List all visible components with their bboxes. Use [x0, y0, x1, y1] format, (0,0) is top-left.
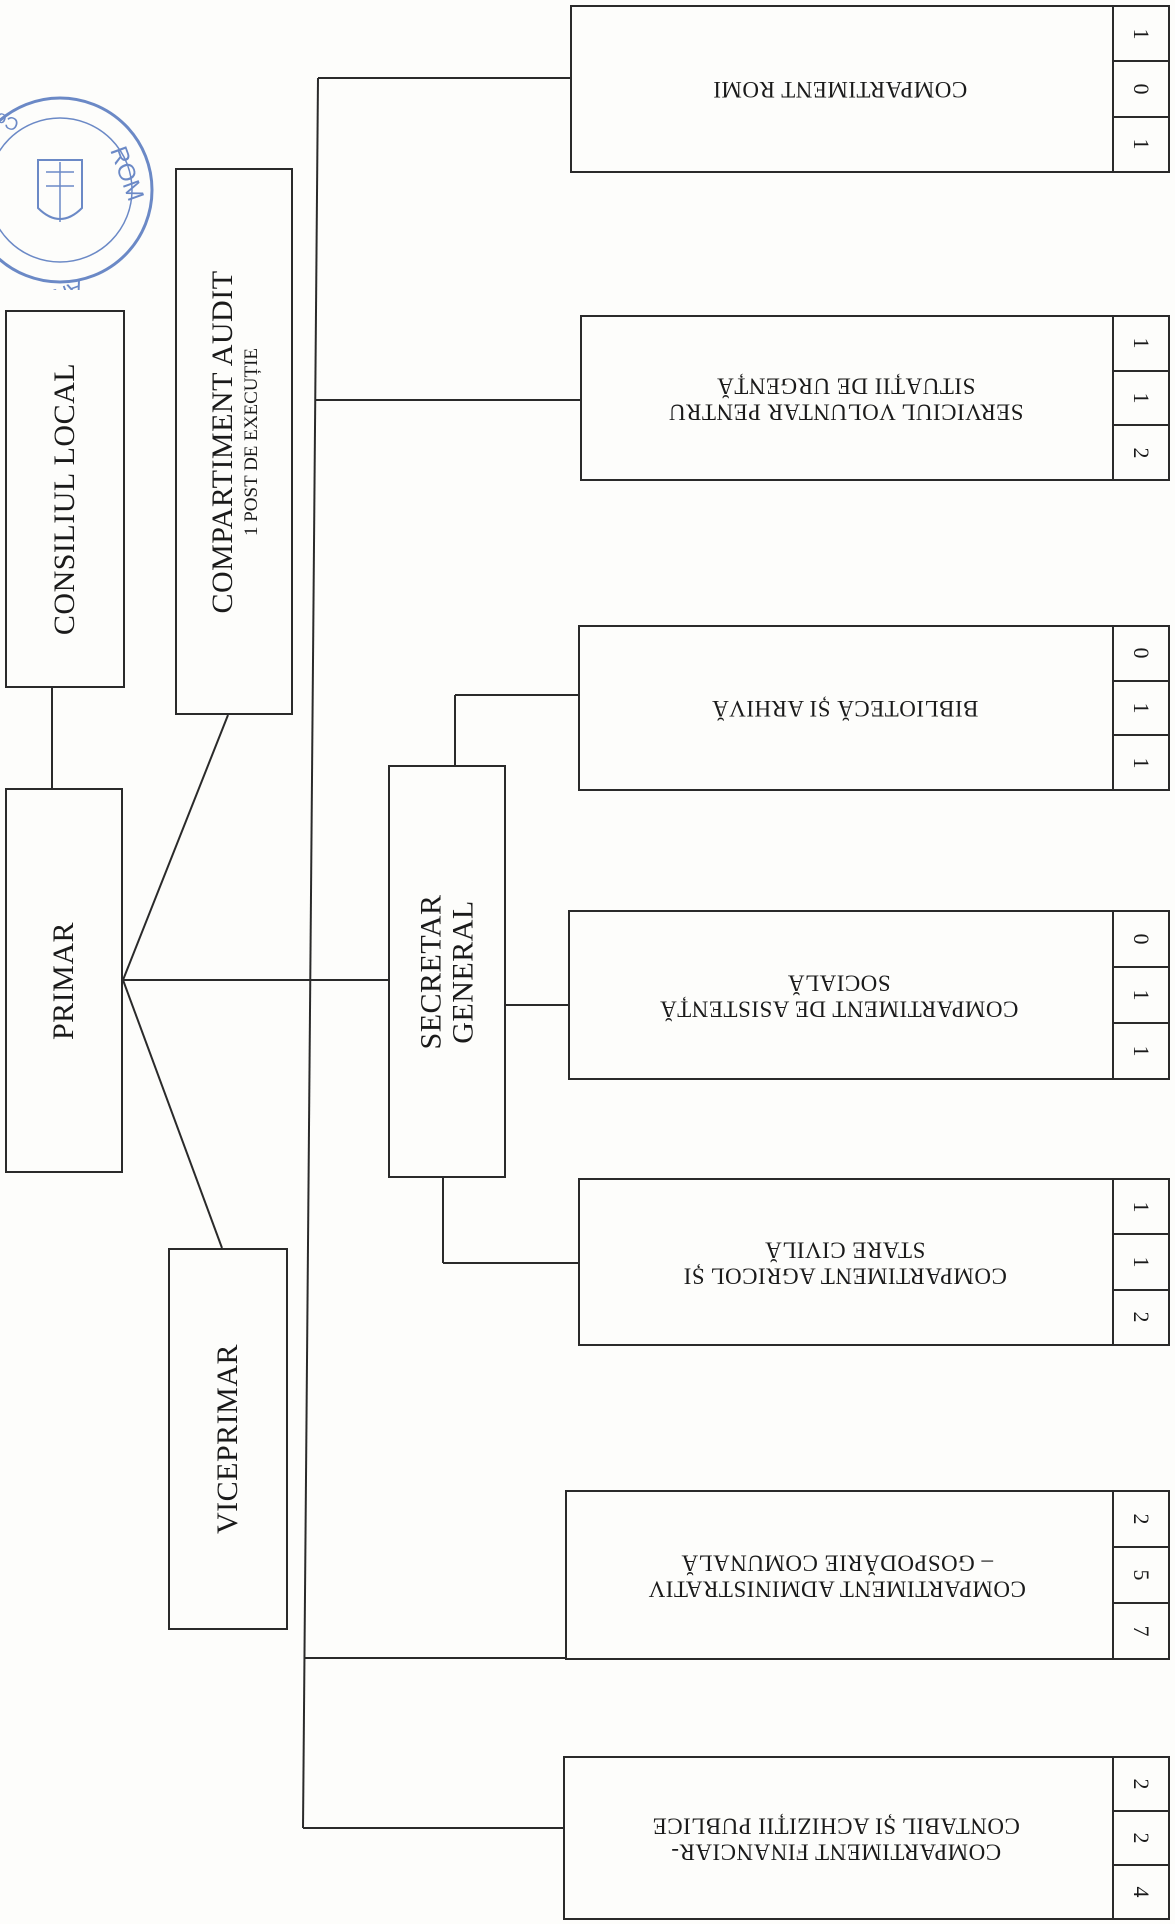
- dept-label: BIBLIOTECĂ ȘI ARHIVĂ: [711, 695, 978, 721]
- dept-line: – GOSPODĂRIE COMUNALĂ: [681, 1550, 994, 1575]
- dept-label: COMPARTIMENT AGRICOL ȘI STARE CIVILĂ: [682, 1236, 1007, 1289]
- count-cell: 2: [1129, 1513, 1154, 1525]
- count-cell: 7: [1114, 1602, 1168, 1658]
- secretar-general-box: SECRETAR GENERAL: [388, 765, 506, 1178]
- count-cell: 2: [1114, 1288, 1168, 1344]
- audit-box: COMPARTIMENT AUDIT 1 POST DE EXECUȚIE: [175, 168, 293, 715]
- dept-line: CONTABIL ȘI ACHIZIȚII PUBLICE: [652, 1813, 1021, 1838]
- primar-label: PRIMAR: [46, 921, 80, 1040]
- stamp-seal: ROM ANIA Com: [0, 96, 154, 290]
- counts-strip: 1 1 2: [1112, 1180, 1168, 1344]
- counts-strip: 2 5 7: [1112, 1492, 1168, 1658]
- count-cell: 1: [1114, 966, 1168, 1022]
- counts-strip: 0 1 1: [1112, 627, 1168, 789]
- dept-line: SERVICIUL VOLUNTAR PENTRU: [668, 399, 1024, 425]
- viceprimar-label: VICEPRIMAR: [210, 1343, 244, 1535]
- dept-line: SOCIALĂ: [787, 970, 891, 995]
- dept-romi: COMPARTIMENT ROMI 1 0 1: [570, 5, 1170, 173]
- secretar-line-1: SECRETAR: [414, 894, 448, 1049]
- dept-label: COMPARTIMENT ADMINISTRATIV – GOSPODĂRIE …: [648, 1549, 1027, 1602]
- dept-administrativ-gospodarie: COMPARTIMENT ADMINISTRATIV – GOSPODĂRIE …: [565, 1490, 1170, 1660]
- count-cell: 1: [1114, 115, 1168, 171]
- consiliu-local-box: CONSILIUL LOCAL: [5, 310, 125, 688]
- count-cell: 2: [1129, 1778, 1154, 1790]
- count-cell: 2: [1114, 1810, 1168, 1864]
- count-cell: 0: [1114, 60, 1168, 115]
- dept-line: BIBLIOTECĂ ȘI ARHIVĂ: [711, 696, 979, 722]
- dept-label: SERVICIUL VOLUNTAR PENTRU SITUAȚII DE UR…: [668, 372, 1024, 425]
- dept-label: COMPARTIMENT ROMI: [713, 76, 967, 102]
- dept-situatii-urgenta: SERVICIUL VOLUNTAR PENTRU SITUAȚII DE UR…: [580, 315, 1170, 481]
- dept-line: COMPARTIMENT DE ASISTENȚĂ: [659, 996, 1019, 1022]
- count-cell: 1: [1114, 734, 1168, 789]
- dept-line: SITUAȚII DE URGENȚĂ: [716, 373, 976, 398]
- count-cell: 1: [1114, 369, 1168, 425]
- dept-line: STARE CIVILĂ: [764, 1237, 925, 1262]
- dept-label: COMPARTIMENT FINANCIAR- CONTABIL ȘI ACHI…: [652, 1812, 1021, 1865]
- audit-subtitle: 1 POST DE EXECUȚIE: [240, 347, 262, 536]
- dept-label: COMPARTIMENT DE ASISTENȚĂ SOCIALĂ: [659, 969, 1019, 1022]
- count-cell: 2: [1114, 424, 1168, 479]
- count-cell: 5: [1114, 1546, 1168, 1602]
- count-cell: 1: [1114, 679, 1168, 735]
- svg-text:ANIA: ANIA: [30, 275, 87, 290]
- counts-strip: 1 0 1: [1112, 7, 1168, 171]
- count-cell: 1: [1114, 1233, 1168, 1288]
- count-cell: 1: [1129, 337, 1154, 349]
- dept-asistenta-sociala: COMPARTIMENT DE ASISTENȚĂ SOCIALĂ 0 1 1: [568, 910, 1170, 1080]
- viceprimar-box: VICEPRIMAR: [168, 1248, 288, 1630]
- count-cell: 1: [1129, 28, 1154, 40]
- audit-label: COMPARTIMENT AUDIT 1 POST DE EXECUȚIE: [206, 270, 262, 613]
- count-cell: 4: [1114, 1864, 1168, 1918]
- secretar-line-2: GENERAL: [446, 899, 479, 1044]
- dept-agricol-stare-civila: COMPARTIMENT AGRICOL ȘI STARE CIVILĂ 1 1…: [578, 1178, 1170, 1346]
- counts-strip: 1 1 2: [1112, 317, 1168, 479]
- dept-line: COMPARTIMENT ROMI: [712, 77, 968, 103]
- primar-box: PRIMAR: [5, 788, 123, 1173]
- dept-biblioteca-arhiva: BIBLIOTECĂ ȘI ARHIVĂ 0 1 1: [578, 625, 1170, 791]
- count-cell: 0: [1129, 647, 1154, 659]
- dept-line: COMPARTIMENT FINANCIAR-: [671, 1839, 1002, 1865]
- secretar-general-label: SECRETAR GENERAL: [414, 894, 480, 1049]
- count-cell: 1: [1114, 1022, 1168, 1078]
- counts-strip: 0 1 1: [1112, 912, 1168, 1078]
- dept-financiar-contabil: COMPARTIMENT FINANCIAR- CONTABIL ȘI ACHI…: [563, 1756, 1170, 1920]
- dept-line: COMPARTIMENT ADMINISTRATIV: [648, 1576, 1027, 1602]
- audit-title: COMPARTIMENT AUDIT: [205, 269, 239, 614]
- counts-strip: 2 2 4: [1112, 1758, 1168, 1918]
- count-cell: 1: [1129, 1201, 1154, 1213]
- count-cell: 0: [1129, 933, 1154, 945]
- dept-line: COMPARTIMENT AGRICOL ȘI: [682, 1263, 1007, 1289]
- consiliu-local-label: CONSILIUL LOCAL: [47, 362, 81, 636]
